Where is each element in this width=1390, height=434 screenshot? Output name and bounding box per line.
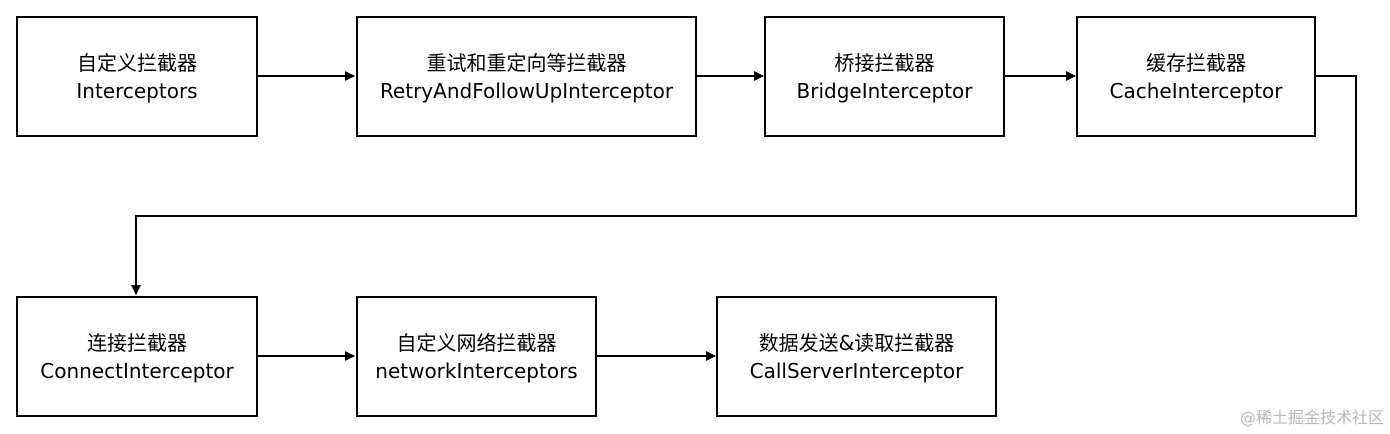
node-bridge: 桥接拦截器 BridgeInterceptor xyxy=(764,16,1005,137)
node-subtitle: CallServerInterceptor xyxy=(749,358,964,383)
node-retry-follow-up: 重试和重定向等拦截器 RetryAndFollowUpInterceptor xyxy=(356,16,697,137)
node-title: 缓存拦截器 xyxy=(1146,50,1246,75)
node-custom-interceptors: 自定义拦截器 Interceptors xyxy=(16,16,258,137)
node-title: 自定义拦截器 xyxy=(77,50,197,75)
node-title: 数据发送&读取拦截器 xyxy=(758,330,955,355)
node-subtitle: Interceptors xyxy=(76,78,198,103)
node-cache: 缓存拦截器 CacheInterceptor xyxy=(1076,16,1316,137)
node-subtitle: RetryAndFollowUpInterceptor xyxy=(379,78,674,103)
arrow-cache-to-connect xyxy=(131,75,1357,295)
node-title: 重试和重定向等拦截器 xyxy=(426,50,627,75)
watermark: @稀土掘金技术社区 xyxy=(1239,408,1384,427)
node-subtitle: BridgeInterceptor xyxy=(796,78,973,103)
node-call-server: 数据发送&读取拦截器 CallServerInterceptor xyxy=(716,296,997,417)
node-title: 桥接拦截器 xyxy=(834,50,935,75)
node-subtitle: CacheInterceptor xyxy=(1109,78,1283,103)
node-connect: 连接拦截器 ConnectInterceptor xyxy=(16,296,258,417)
node-subtitle: ConnectInterceptor xyxy=(40,358,234,383)
node-title: 自定义网络拦截器 xyxy=(396,330,557,355)
node-subtitle: networkInterceptors xyxy=(375,358,578,383)
node-network-interceptors: 自定义网络拦截器 networkInterceptors xyxy=(356,296,597,417)
node-title: 连接拦截器 xyxy=(87,330,187,355)
